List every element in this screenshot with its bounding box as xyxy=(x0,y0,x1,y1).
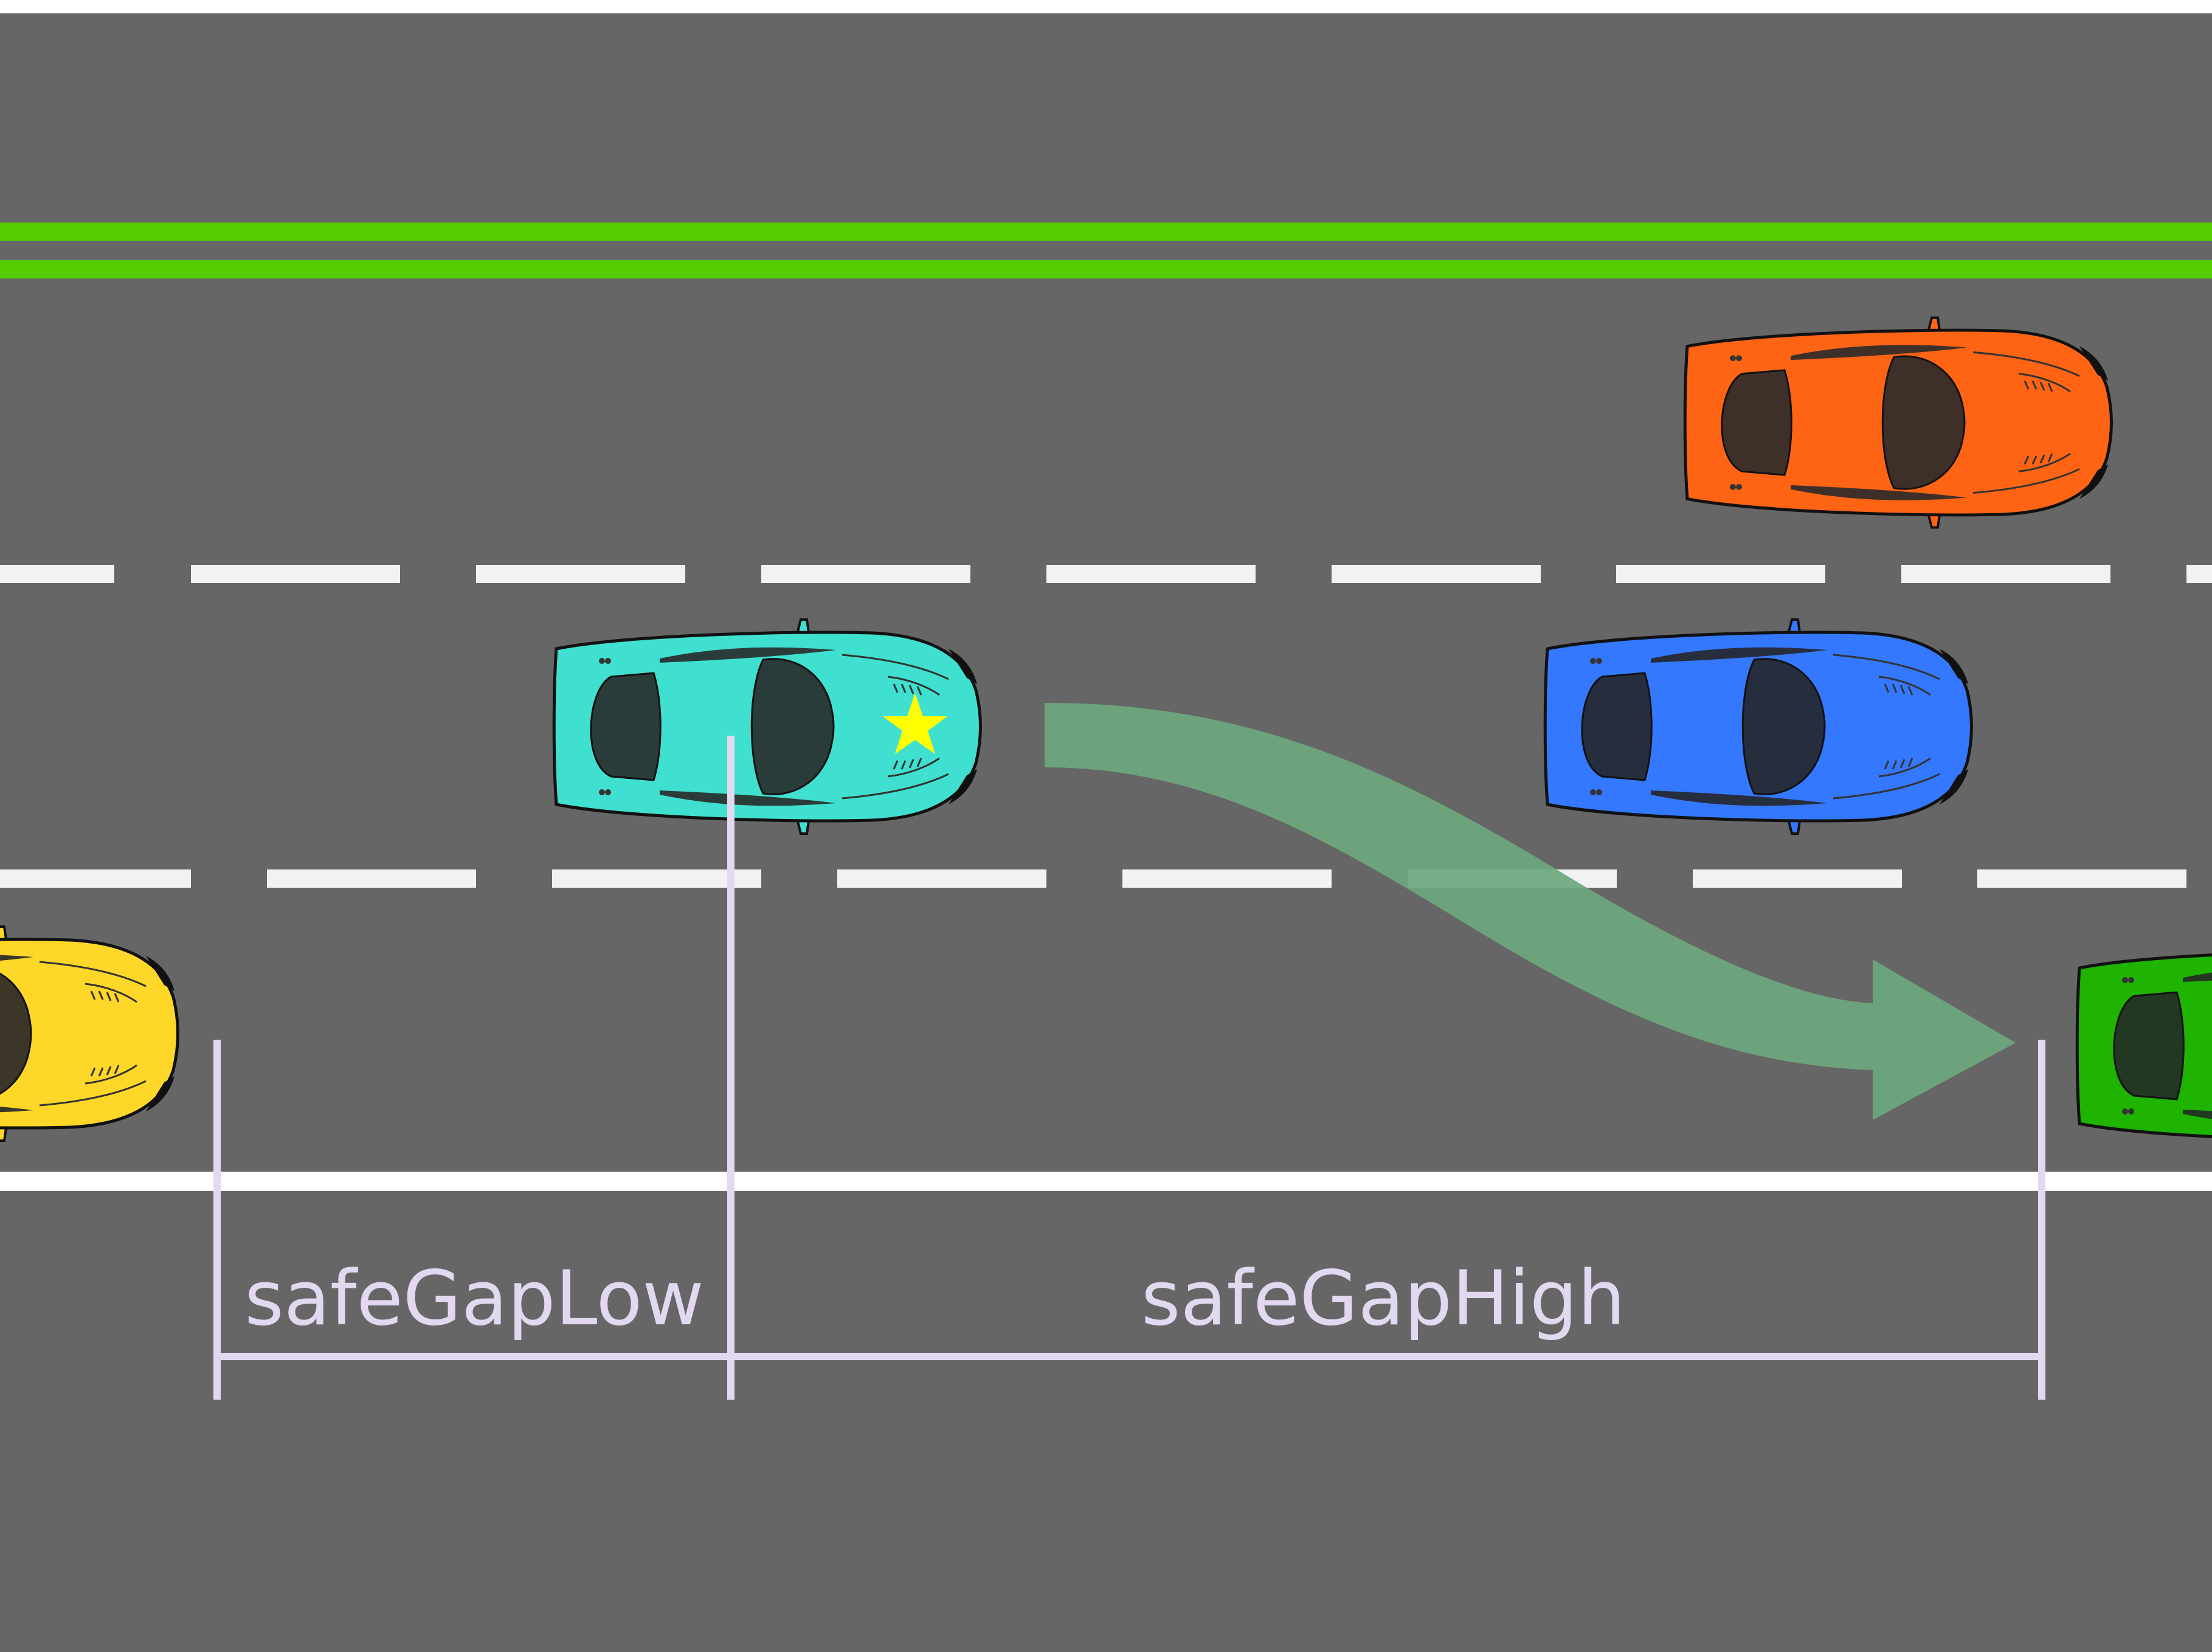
road-edge-line xyxy=(0,1172,2212,1191)
gap-measurement xyxy=(213,736,2045,1400)
barrier-line-bottom xyxy=(0,260,2212,278)
curved-arrow-icon xyxy=(1045,703,2016,1120)
gap-high-label: safeGapHigh xyxy=(1141,1255,1625,1343)
star-icon xyxy=(883,693,947,754)
orange-car xyxy=(1685,318,2111,528)
gap-low-label: safeGapLow xyxy=(244,1255,704,1343)
barrier-line-top xyxy=(0,223,2212,241)
ego-car xyxy=(554,620,980,834)
green-car xyxy=(2077,939,2212,1153)
lane-divider-lower xyxy=(0,869,2186,888)
blue-car xyxy=(1545,620,1971,834)
top-border xyxy=(0,0,2212,13)
lane-divider-upper xyxy=(0,565,2212,583)
